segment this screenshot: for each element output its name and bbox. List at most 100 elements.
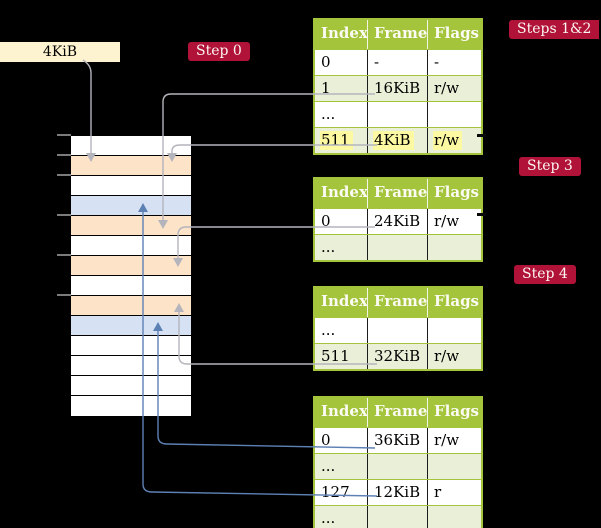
entry-frame [367,235,427,260]
column-header-frame: Frame [367,20,427,49]
cell-value: 12KiB [374,483,421,501]
column-header-flags: Flags [427,398,481,427]
page-table-entry: 1 16KiB r/w [315,75,481,101]
highlighted-value: r/w [433,131,463,150]
entry-index: ... [315,506,367,528]
entry-flags: r/w [427,128,481,153]
memory-frame-row [71,316,191,336]
memory-frame-row [71,156,191,176]
badge-step-0: Step 0 [188,42,250,61]
entry-flags: r/w [427,344,481,369]
cell-value: 1 [321,79,331,97]
cell-value: 0 [321,212,331,230]
cell-value: 24KiB [374,212,421,230]
cell-value: 32KiB [374,347,421,365]
cell-value: 127 [321,483,350,501]
entry-frame: 36KiB [367,428,427,453]
entry-frame [367,454,427,479]
column-header-frame: Frame [367,398,427,427]
entry-index: 0 [315,428,367,453]
cell-value: 0 [321,431,331,449]
page-size-label: 4KiB [0,42,120,62]
entry-frame: 4KiB [367,128,427,153]
cell-value: 36KiB [374,431,421,449]
column-header-index: Index [321,24,367,42]
memory-frame-row [71,256,191,276]
address-tick [57,254,71,256]
cell-value: ... [321,457,336,475]
entry-index: ... [315,102,367,127]
badge-steps-1-2: Steps 1&2 [509,20,600,39]
address-tick [57,174,71,176]
entry-frame: 12KiB [367,480,427,505]
page-table-entry: ... [315,317,481,343]
entry-flags [427,318,481,343]
memory-frame-row [71,376,191,396]
column-header-flags: Flags [427,179,481,208]
memory-frame-row [71,336,191,356]
cell-value: - [374,53,380,71]
address-tick [57,214,71,216]
entry-frame [367,318,427,343]
entry-flags [427,454,481,479]
entry-index: 511 [315,344,367,369]
page-table-entry: ... [315,101,481,127]
entry-index: ... [315,454,367,479]
memory-frame-row [71,276,191,296]
badge-step-4: Step 4 [514,265,576,284]
entry-index: 127 [315,480,367,505]
entry-flags: r/w [427,76,481,101]
entry-frame: - [367,50,427,75]
entry-index: ... [315,235,367,260]
page-table-entry: 0 36KiB r/w [315,427,481,453]
address-tick [57,134,71,136]
entry-frame [367,102,427,127]
memory-frame-row [71,296,191,316]
cell-value: r/w [434,212,460,230]
column-header-index: Index [321,292,367,310]
entry-flags [427,102,481,127]
cell-value: r/w [434,347,460,365]
cell-value: ... [321,238,336,256]
cell-value: 16KiB [374,79,421,97]
column-header-flags: Flags [427,20,481,49]
memory-frame-row [71,236,191,256]
column-header-frame: Frame [367,288,427,317]
cell-value: r/w [434,431,460,449]
entry-flags: r/w [427,428,481,453]
memory-frame-row [71,196,191,216]
entry-flags [427,235,481,260]
cell-value: ... [321,321,336,339]
entry-frame: 32KiB [367,344,427,369]
entry-flags: - [427,50,481,75]
memory-frame-row [71,216,191,236]
entry-frame: 24KiB [367,209,427,234]
page-table-entry: ... [315,505,481,528]
page-table-entry: 511 32KiB r/w [315,343,481,369]
column-header-flags: Flags [427,288,481,317]
memory-frame-row [71,136,191,156]
entry-frame: 16KiB [367,76,427,101]
column-header-index: Index [321,402,367,420]
page-table-entry: 0 24KiB r/w [315,208,481,234]
page-table-entry: 127 12KiB r [315,479,481,505]
cell-value: ... [321,105,336,123]
page-table-entry: 0-- [315,49,481,75]
entry-index: 0 [315,50,367,75]
entry-index: 1 [315,76,367,101]
memory-frame-row [71,396,191,416]
cell-value: ... [321,509,336,527]
entry-flags: r [427,480,481,505]
entry-index: 0 [315,209,367,234]
page-table-entry: ... [315,234,481,260]
highlighted-value: 511 [320,131,353,150]
memory-frame-row [71,356,191,376]
